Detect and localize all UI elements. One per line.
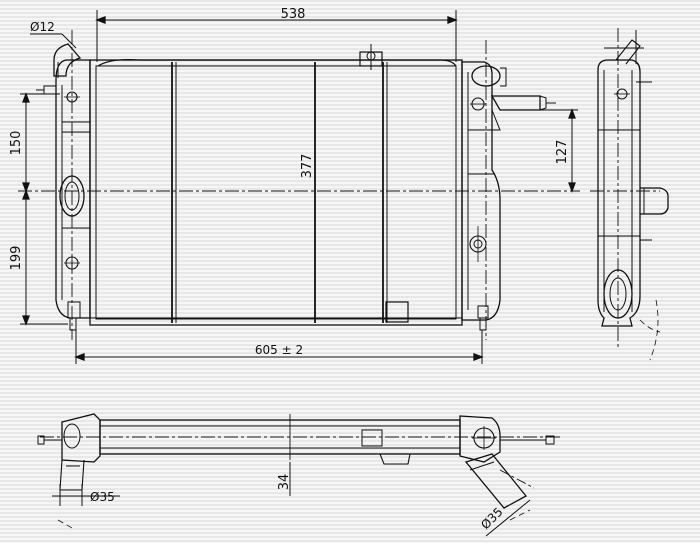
side-view	[590, 28, 669, 361]
dim-left-lower: 199	[9, 246, 24, 271]
dim-pipe-left: Ø35	[90, 490, 115, 504]
radiator-core	[89, 59, 463, 326]
dim-left-upper: 150	[9, 131, 24, 156]
dim-right-height: 127	[555, 140, 570, 165]
left-tank	[36, 30, 91, 340]
dim-width-top: 538	[281, 7, 306, 22]
dim-core-height: 377	[300, 154, 315, 179]
top-view: 34 Ø35 Ø35	[37, 413, 560, 537]
front-view: 538 Ø12 377	[9, 7, 580, 364]
dim-pipe-right: Ø35	[478, 505, 505, 532]
dim-pipe-top: Ø12	[30, 20, 55, 34]
dim-overall-width: 605 ± 2	[255, 343, 303, 357]
right-tank	[461, 40, 556, 340]
dim-depth: 34	[277, 474, 292, 491]
